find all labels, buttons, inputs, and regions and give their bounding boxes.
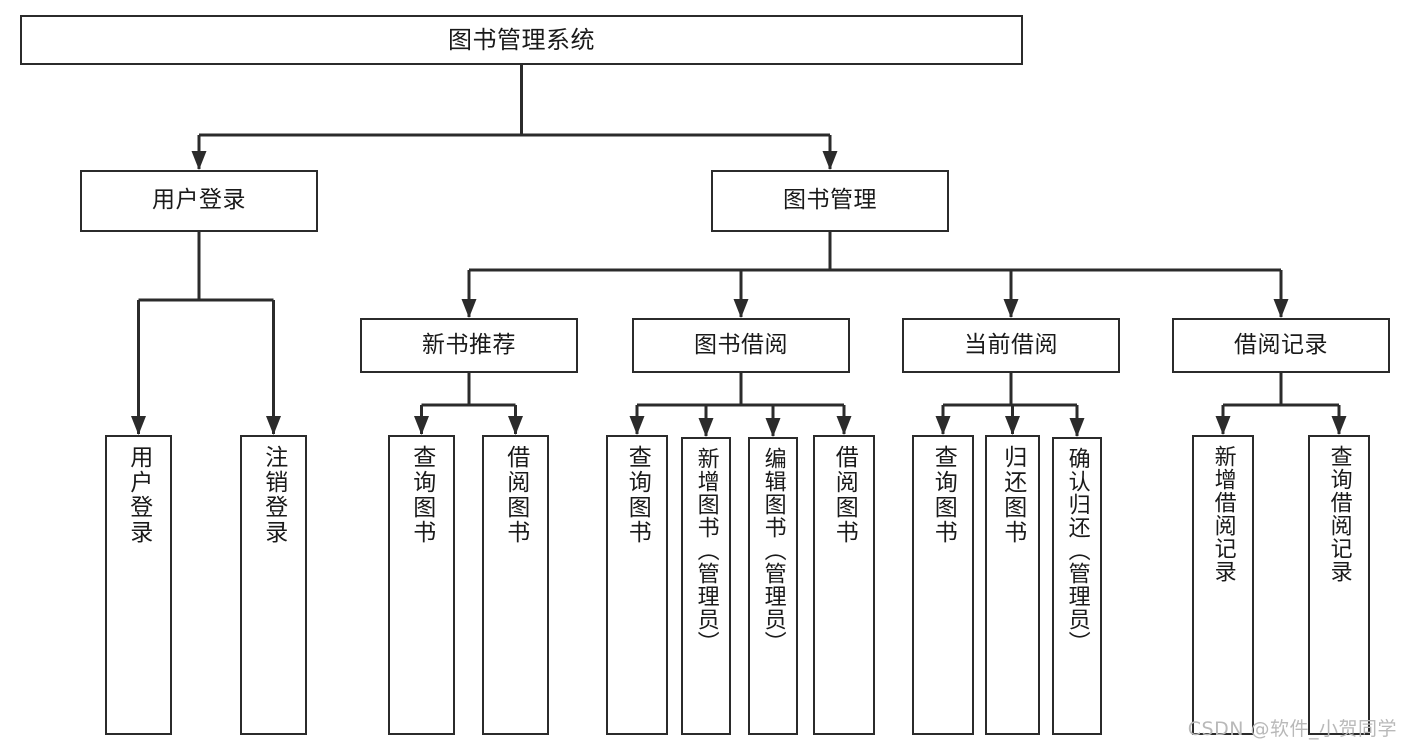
node-l10[interactable]: 归还图书 (985, 435, 1040, 735)
node-label: 查询图书 (930, 445, 957, 545)
node-label: 新书推荐 (422, 331, 516, 358)
node-label: 用户登录 (125, 445, 152, 545)
node-label: 当前借阅 (964, 331, 1058, 358)
node-label: 图书管理系统 (448, 25, 595, 54)
node-l1[interactable]: 用户登录 (105, 435, 172, 735)
node-l4[interactable]: 借阅图书 (482, 435, 549, 735)
node-borrow[interactable]: 图书借阅 (632, 318, 850, 373)
node-label: 图书借阅 (694, 331, 788, 358)
node-label: 编辑图书（管理员） (760, 447, 786, 654)
node-label: 图书管理 (783, 187, 877, 214)
node-bookmgmt[interactable]: 图书管理 (711, 170, 949, 232)
watermark: CSDN @软件_小贺同学 (1187, 718, 1397, 740)
node-label: 归还图书 (999, 445, 1026, 545)
node-l9[interactable]: 查询图书 (912, 435, 974, 735)
node-label: 新增借阅记录 (1210, 445, 1236, 583)
node-label: 查询图书 (408, 445, 435, 545)
node-label: 借阅图书 (502, 445, 529, 545)
node-label: 注销登录 (260, 445, 287, 545)
node-l12[interactable]: 新增借阅记录 (1192, 435, 1254, 735)
node-l3[interactable]: 查询图书 (388, 435, 455, 735)
node-label: 用户登录 (152, 187, 246, 214)
node-l7[interactable]: 编辑图书（管理员） (748, 437, 798, 735)
node-l2[interactable]: 注销登录 (240, 435, 307, 735)
node-label: 借阅记录 (1234, 331, 1328, 358)
node-root[interactable]: 图书管理系统 (20, 15, 1023, 65)
node-label: 查询借阅记录 (1326, 445, 1352, 583)
node-login[interactable]: 用户登录 (80, 170, 318, 232)
node-current[interactable]: 当前借阅 (902, 318, 1120, 373)
node-l11[interactable]: 确认归还（管理员） (1052, 437, 1102, 735)
node-label: 借阅图书 (831, 445, 858, 545)
node-records[interactable]: 借阅记录 (1172, 318, 1390, 373)
node-l8[interactable]: 借阅图书 (813, 435, 875, 735)
node-l13[interactable]: 查询借阅记录 (1308, 435, 1370, 735)
node-l6[interactable]: 新增图书（管理员） (681, 437, 731, 735)
node-newbook[interactable]: 新书推荐 (360, 318, 578, 373)
node-label: 确认归还（管理员） (1064, 447, 1090, 654)
node-label: 新增图书（管理员） (693, 447, 719, 654)
node-label: 查询图书 (624, 445, 651, 545)
node-l5[interactable]: 查询图书 (606, 435, 668, 735)
